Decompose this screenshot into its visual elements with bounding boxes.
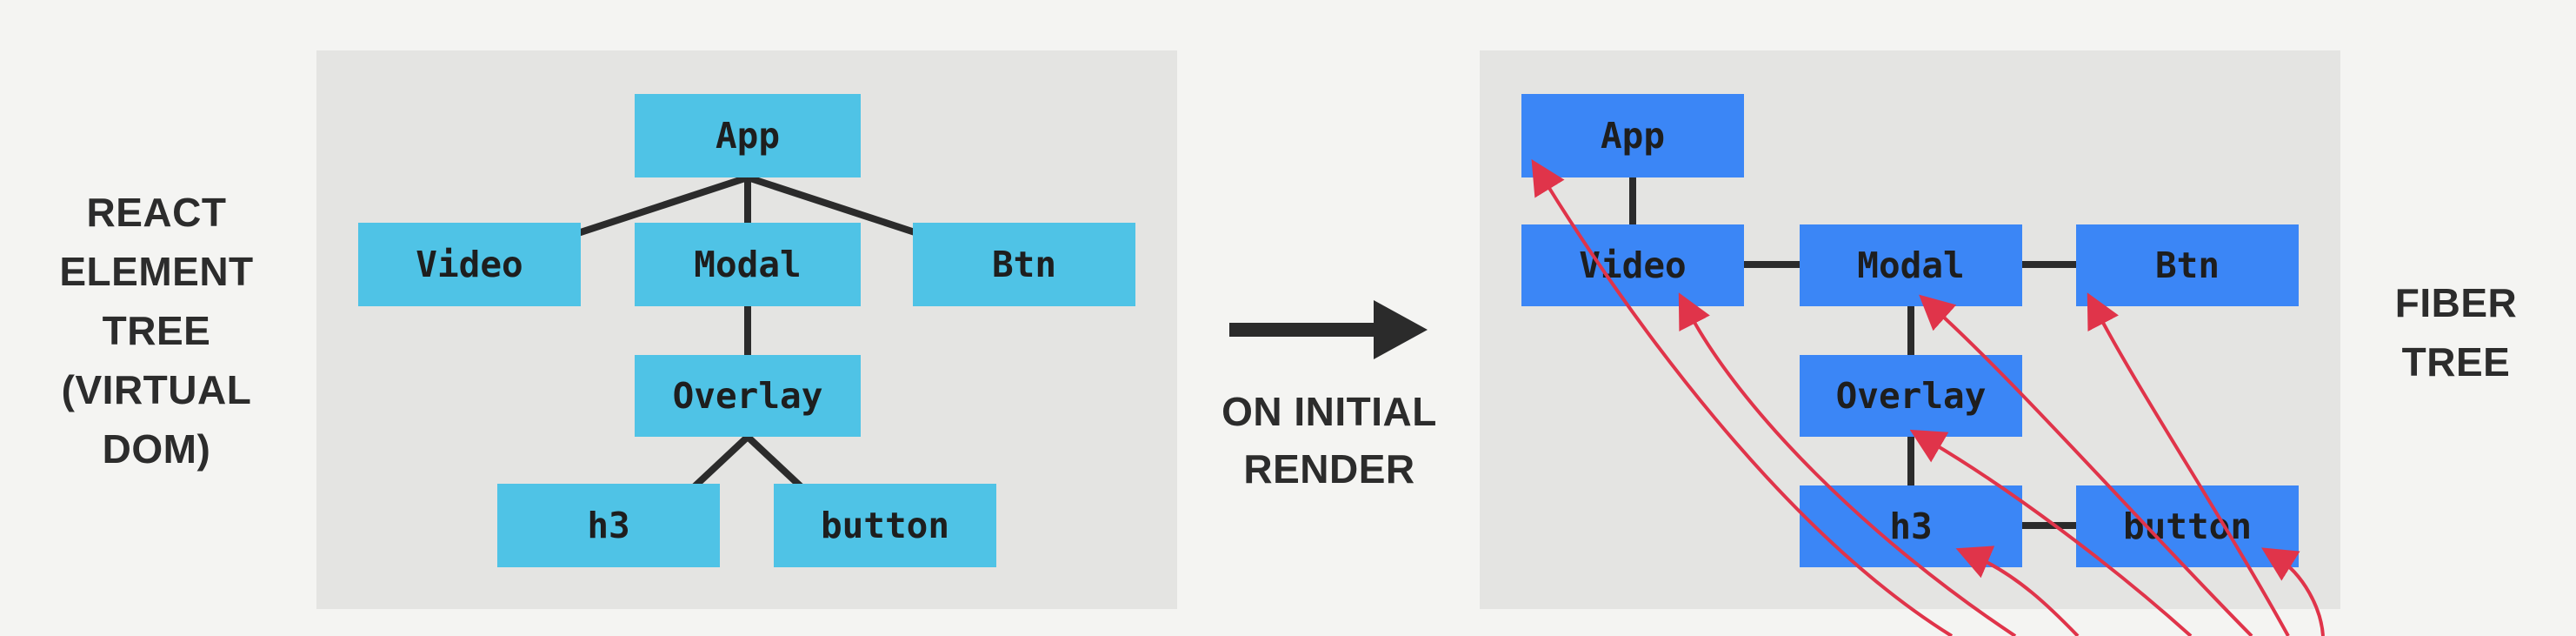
react-node-h3: h3 bbox=[497, 484, 720, 567]
left-label-line: (VIRTUAL bbox=[61, 367, 252, 412]
fiber-node-overlay: Overlay bbox=[1800, 355, 2022, 437]
react-node-btn: Btn bbox=[913, 223, 1135, 306]
fiber-node-video: Video bbox=[1521, 224, 1744, 306]
fiber-node-btn: Btn bbox=[2076, 224, 2299, 306]
middle-label-line: ON INITIAL bbox=[1221, 389, 1437, 434]
transform-arrow bbox=[1229, 300, 1428, 359]
left-label-line: REACT bbox=[86, 190, 227, 235]
react-edge-overlay-h3 bbox=[691, 434, 750, 490]
react-edge-overlay-button bbox=[745, 434, 804, 490]
fiber-tree-label: FIBER TREE bbox=[2347, 273, 2565, 392]
react-element-tree-label: REACT ELEMENT TREE (VIRTUAL DOM) bbox=[35, 183, 278, 479]
left-label-line: DOM) bbox=[102, 426, 211, 472]
fiber-node-h3: h3 bbox=[1800, 485, 2022, 567]
react-node-video: Video bbox=[358, 223, 581, 306]
react-node-overlay: Overlay bbox=[635, 355, 861, 437]
react-node-button: button bbox=[774, 484, 996, 567]
left-label-line: ELEMENT bbox=[59, 249, 254, 294]
fiber-node-app: App bbox=[1521, 94, 1744, 177]
react-node-modal: Modal bbox=[635, 223, 861, 306]
react-node-app: App bbox=[635, 94, 861, 177]
middle-label-line: RENDER bbox=[1243, 446, 1415, 492]
right-label-line: FIBER bbox=[2394, 280, 2518, 325]
fiber-node-button: button bbox=[2076, 485, 2299, 567]
right-label-line: TREE bbox=[2401, 339, 2511, 385]
fiber-node-modal: Modal bbox=[1800, 224, 2022, 306]
left-label-line: TREE bbox=[102, 308, 211, 353]
on-initial-render-label: ON INITIAL RENDER bbox=[1196, 383, 1462, 498]
